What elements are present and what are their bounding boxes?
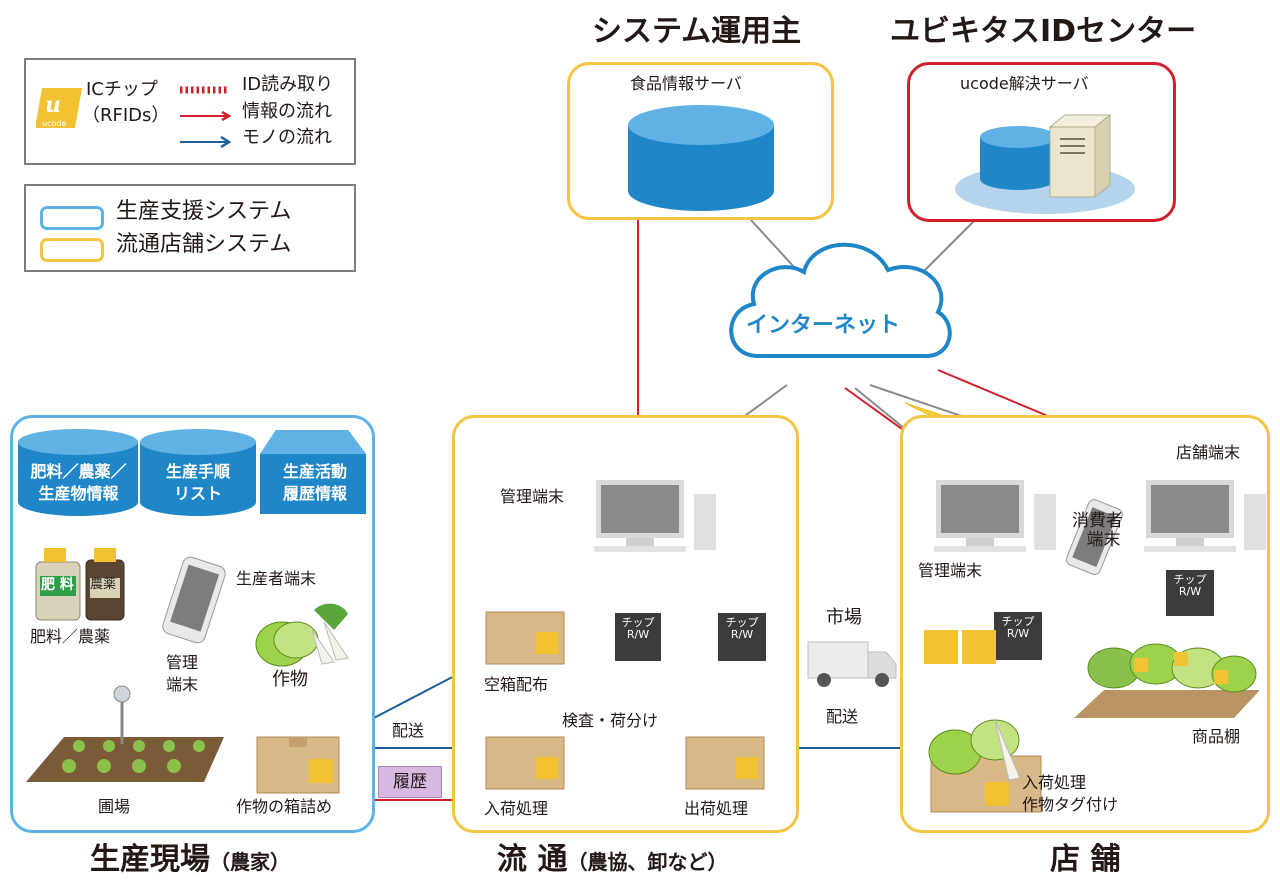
store-receiving-line2: 作物タグ付け [1022, 795, 1119, 814]
consumer-terminal-line2: 端末 [1086, 529, 1121, 550]
market-label: 市場 [826, 607, 862, 628]
ucode-server-label: ucode解決サーバ [960, 74, 1089, 93]
ucode-server-panel: ucode解決サーバ [907, 62, 1176, 222]
consumer-terminal-line1: 消費者 [1072, 511, 1123, 531]
produce-shelf-icon [1074, 643, 1260, 718]
field-label: 圃場 [98, 797, 131, 816]
fertilizer-bags-icon [35, 548, 125, 621]
store-crate-icon [928, 719, 1042, 813]
packed-box-icon [256, 736, 340, 794]
history-db-icon [260, 430, 366, 514]
legend-id-read: ID読み取り [242, 74, 334, 95]
legend-box: u ucode ICチップ （RFIDs） ID読み取り 情報の流れ モノの流れ [24, 58, 356, 165]
receiving-label: 入荷処理 [484, 799, 549, 818]
delivery-right-label: 配送 [826, 707, 859, 726]
dist-mgmt-terminal-label: 管理端末 [500, 487, 565, 506]
store-footer: 店 舗 [1050, 842, 1121, 877]
consumer-terminal-icon [1065, 499, 1123, 575]
database-icon [628, 105, 774, 211]
procedure-db-line2: リスト [173, 484, 222, 503]
crop-label: 作物 [272, 669, 308, 690]
legend-info-flow: 情報の流れ [242, 101, 332, 122]
pesticide-bag-label: 農薬 [90, 577, 117, 592]
farm-footer-main: 生産現場 [90, 842, 210, 877]
distribution-footer: 流 通（農協、卸など） [497, 843, 727, 876]
field-icon [26, 685, 224, 782]
store-mgmt-monitor-icon [934, 480, 1056, 552]
fertilizer-bag-label: 肥 料 [41, 577, 74, 593]
empty-box-label: 空箱配布 [484, 675, 549, 694]
boxing-label: 作物の箱詰め [236, 797, 333, 816]
food-info-server-panel: 食品情報サーバ [567, 62, 834, 220]
store-receiving-label: 入荷処理 作物タグ付け [1022, 772, 1118, 816]
crop-icon [255, 603, 349, 667]
fert-db-line1: 肥料／農薬／ [30, 462, 127, 481]
legend-blue-swatch [40, 206, 104, 230]
store-terminal-label: 店舗端末 [1176, 443, 1241, 462]
receiving-box-icon [485, 736, 565, 790]
store-mgmt-terminal-label: 管理端末 [918, 561, 983, 580]
truck-icon [807, 641, 897, 687]
internet-cloud-icon [729, 242, 952, 359]
legend-goods-flow: モノの流れ [242, 127, 332, 148]
empty-box-icon [485, 611, 565, 665]
legend-lines [180, 86, 246, 158]
producer-terminal-label: 生産者端末 [236, 569, 317, 588]
shipping-label: 出荷処理 [684, 799, 749, 818]
legend-yellow-swatch [40, 238, 104, 262]
legend-chip-sub: （RFIDs） [82, 105, 170, 126]
svg-text:u: u [45, 92, 61, 118]
legend-system-box: 生産支援システム 流通店舗システム [24, 184, 356, 272]
consumer-terminal-label: 消費者 端末 [1072, 512, 1123, 549]
mgmt-terminal-line2: 端末 [166, 675, 199, 694]
svg-text:ucode: ucode [42, 119, 66, 128]
fert-pest-label: 肥料／農薬 [30, 627, 111, 646]
fert-db-icon [18, 429, 138, 516]
fert-db-line2: 生産物情報 [38, 484, 119, 503]
ubiquitous-center-title: ユビキタスIDセンター [890, 14, 1197, 49]
dist-monitor-icon [594, 480, 716, 552]
farm-footer: 生産現場（農家） [90, 843, 290, 876]
procedure-db-icon [140, 429, 256, 516]
delivery-left-label: 配送 [392, 721, 425, 740]
legend-distribution-system: 流通店舗システム [116, 232, 292, 257]
shelf-label: 商品棚 [1192, 727, 1241, 746]
food-info-server-label: 食品情報サーバ [630, 74, 742, 93]
legend-chip-label: ICチップ [86, 79, 158, 100]
shipping-box-icon [685, 736, 765, 790]
inspection-label: 検査・荷分け [562, 711, 659, 730]
history-badge: 履歴 [378, 766, 442, 798]
history-db-line1: 生産活動 [282, 462, 347, 481]
store-terminal-monitor-icon [1144, 480, 1266, 552]
ucode-tags-icon [924, 630, 996, 664]
farm-footer-sub: （農家） [210, 850, 290, 874]
distribution-footer-sub: （農協、卸など） [567, 850, 728, 874]
legend-production-system: 生産支援システム [116, 199, 292, 224]
ic-chip-icon: u ucode [36, 88, 82, 128]
history-db-line2: 履歴情報 [282, 484, 347, 503]
internet-label: インターネット [746, 313, 901, 338]
system-operator-title: システム運用主 [592, 14, 802, 49]
server-icon [955, 113, 1135, 214]
procedure-db-line1: 生産手順 [165, 462, 230, 481]
distribution-footer-main: 流 通 [497, 842, 568, 877]
producer-terminal-icon [162, 556, 226, 644]
mgmt-terminal-line1: 管理 [166, 653, 199, 672]
store-receiving-line1: 入荷処理 [1022, 773, 1087, 792]
